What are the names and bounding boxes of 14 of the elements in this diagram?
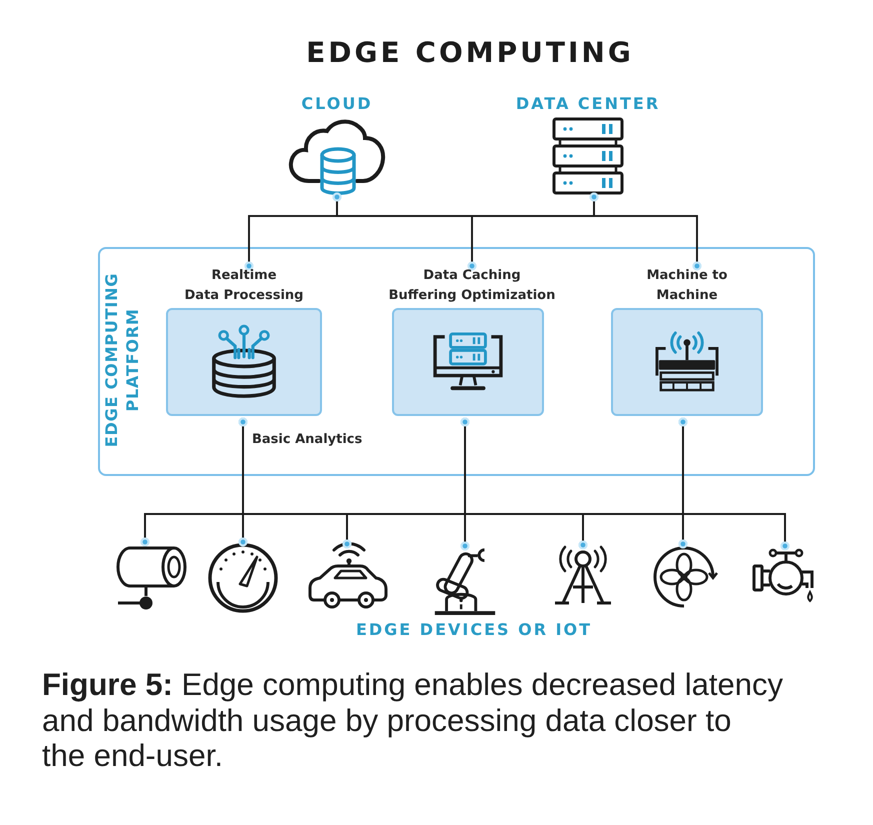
vertical-label: EDGE COMPUTING PLATFORM	[101, 272, 143, 448]
connected-car-icon	[308, 544, 388, 610]
node-heading: Machine to Machine	[646, 267, 728, 305]
node-heading: Data Caching Buffering Optimization	[388, 267, 556, 305]
node-heading: Realtime Data Processing	[184, 267, 304, 305]
figure-caption: Figure 5: Edge computing enables decreased latency and bandwidth usage by processing data closer to the end-user.	[42, 667, 783, 774]
diagram-title: EDGE COMPUTING	[306, 36, 634, 69]
node-label: DATA CENTER	[516, 95, 660, 113]
connector-line	[590, 192, 702, 270]
node-caption: Basic Analytics	[252, 431, 362, 449]
group-label: EDGE DEVICES OR IOT	[356, 620, 592, 639]
node-label: CLOUD	[301, 95, 373, 113]
platform-frame	[98, 247, 815, 476]
gauge-icon	[207, 542, 279, 614]
